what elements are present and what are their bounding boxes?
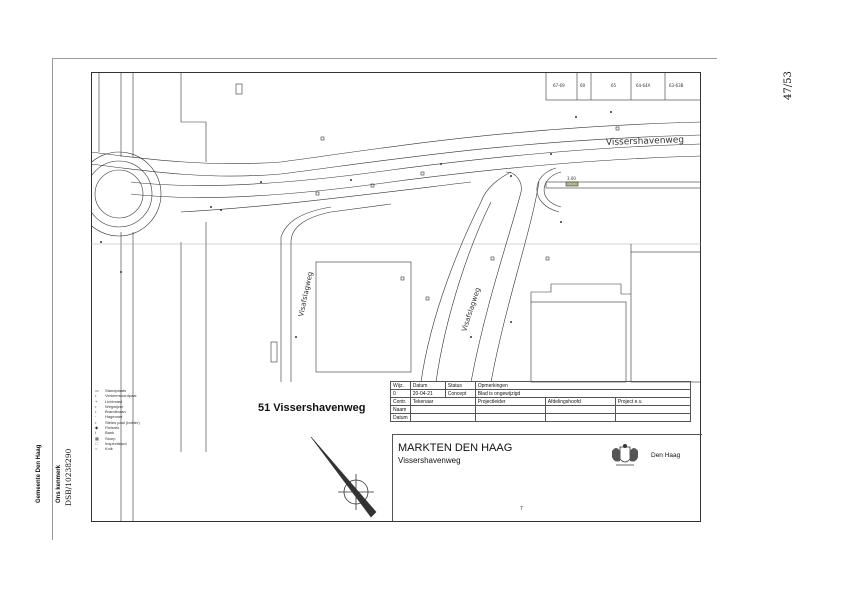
row-label: Datum bbox=[390, 413, 411, 422]
col-header: Datum bbox=[409, 381, 446, 390]
role-header: Projectleider bbox=[474, 397, 546, 406]
plot-label: 65 bbox=[611, 83, 617, 88]
legend-item: □Inspectieput bbox=[95, 440, 127, 446]
street-label-vissershavenweg: Vissershavenweg bbox=[606, 135, 684, 148]
project-title: MARKTEN DEN HAAG bbox=[398, 442, 513, 454]
reference-label: Ons kenmerk bbox=[56, 464, 62, 503]
table-cell: 20-04-21 bbox=[409, 389, 446, 398]
legend-item: ·Hagenoer bbox=[95, 414, 123, 420]
table-cell: Blad is ongewijzigd bbox=[474, 389, 691, 398]
street-label-visafslagweg: Visafslagweg bbox=[297, 271, 314, 317]
legend-item: ▭Standplaats bbox=[95, 388, 127, 393]
legend-item: ▦Stoep bbox=[95, 435, 116, 441]
street-label-visafslagweg: Visafslagweg bbox=[460, 287, 482, 333]
plot-label: 64-64A bbox=[636, 83, 651, 88]
col-header: Wijz. bbox=[390, 381, 411, 390]
legend-item: •Steles paal (bolder) bbox=[95, 419, 140, 425]
municipality-name: Den Haag bbox=[651, 452, 681, 459]
site-map: 67-69 69 65 64-64A 63-63B 3.00 bbox=[91, 72, 701, 522]
plot-label: 63-63B bbox=[669, 83, 684, 88]
organisation-name: Gemeente Den Haag bbox=[36, 444, 42, 503]
table-cell: Concept bbox=[444, 389, 476, 398]
row-label: Naam bbox=[390, 405, 411, 414]
revision-table: Wijz. Datum Status Opmerkingen 0 20-04-2… bbox=[390, 381, 691, 422]
legend-item: •Brandkraan bbox=[95, 409, 126, 415]
table-cell: 0 bbox=[390, 389, 411, 398]
project-street: Vissershavenweg bbox=[398, 456, 461, 465]
legend-item: ○Kolk bbox=[95, 446, 113, 452]
page-number: 47/53 bbox=[783, 71, 794, 100]
plot-label: 67-69 bbox=[553, 83, 565, 88]
location-title: 51 Vissershavenweg bbox=[258, 402, 366, 414]
role-header: Afdelingshoofd bbox=[544, 397, 616, 406]
plot-label: 3.00 bbox=[567, 176, 576, 181]
sidebar-rule bbox=[52, 58, 53, 540]
den-haag-coat-of-arms-icon bbox=[612, 444, 638, 466]
role-header: Tekenaar bbox=[409, 397, 476, 406]
sheet-number: 7 bbox=[520, 506, 523, 512]
legend-item: •Verkeersbordpaal bbox=[95, 393, 137, 399]
role-header: Contr. bbox=[390, 397, 411, 406]
role-header: Project e.v. bbox=[614, 397, 691, 406]
col-header: Opmerkingen bbox=[474, 381, 691, 390]
plot-strip bbox=[545, 72, 701, 101]
legend-item: ◆Fietsrek bbox=[95, 425, 120, 431]
north-arrow bbox=[310, 436, 377, 518]
titleblock bbox=[392, 434, 702, 521]
reference-value: DSB/10238290 bbox=[64, 448, 73, 506]
map-legend: ▭Standplaats •Verkeersbordpaal +Lichtmas… bbox=[95, 388, 140, 452]
drawing-frame bbox=[91, 72, 701, 522]
header-rule bbox=[52, 58, 717, 59]
legend-item: +Lichtmast bbox=[95, 398, 123, 404]
plot-label: 69 bbox=[580, 83, 586, 88]
legend-item: •Wegwijzer bbox=[95, 403, 124, 409]
col-header: Status bbox=[444, 381, 476, 390]
